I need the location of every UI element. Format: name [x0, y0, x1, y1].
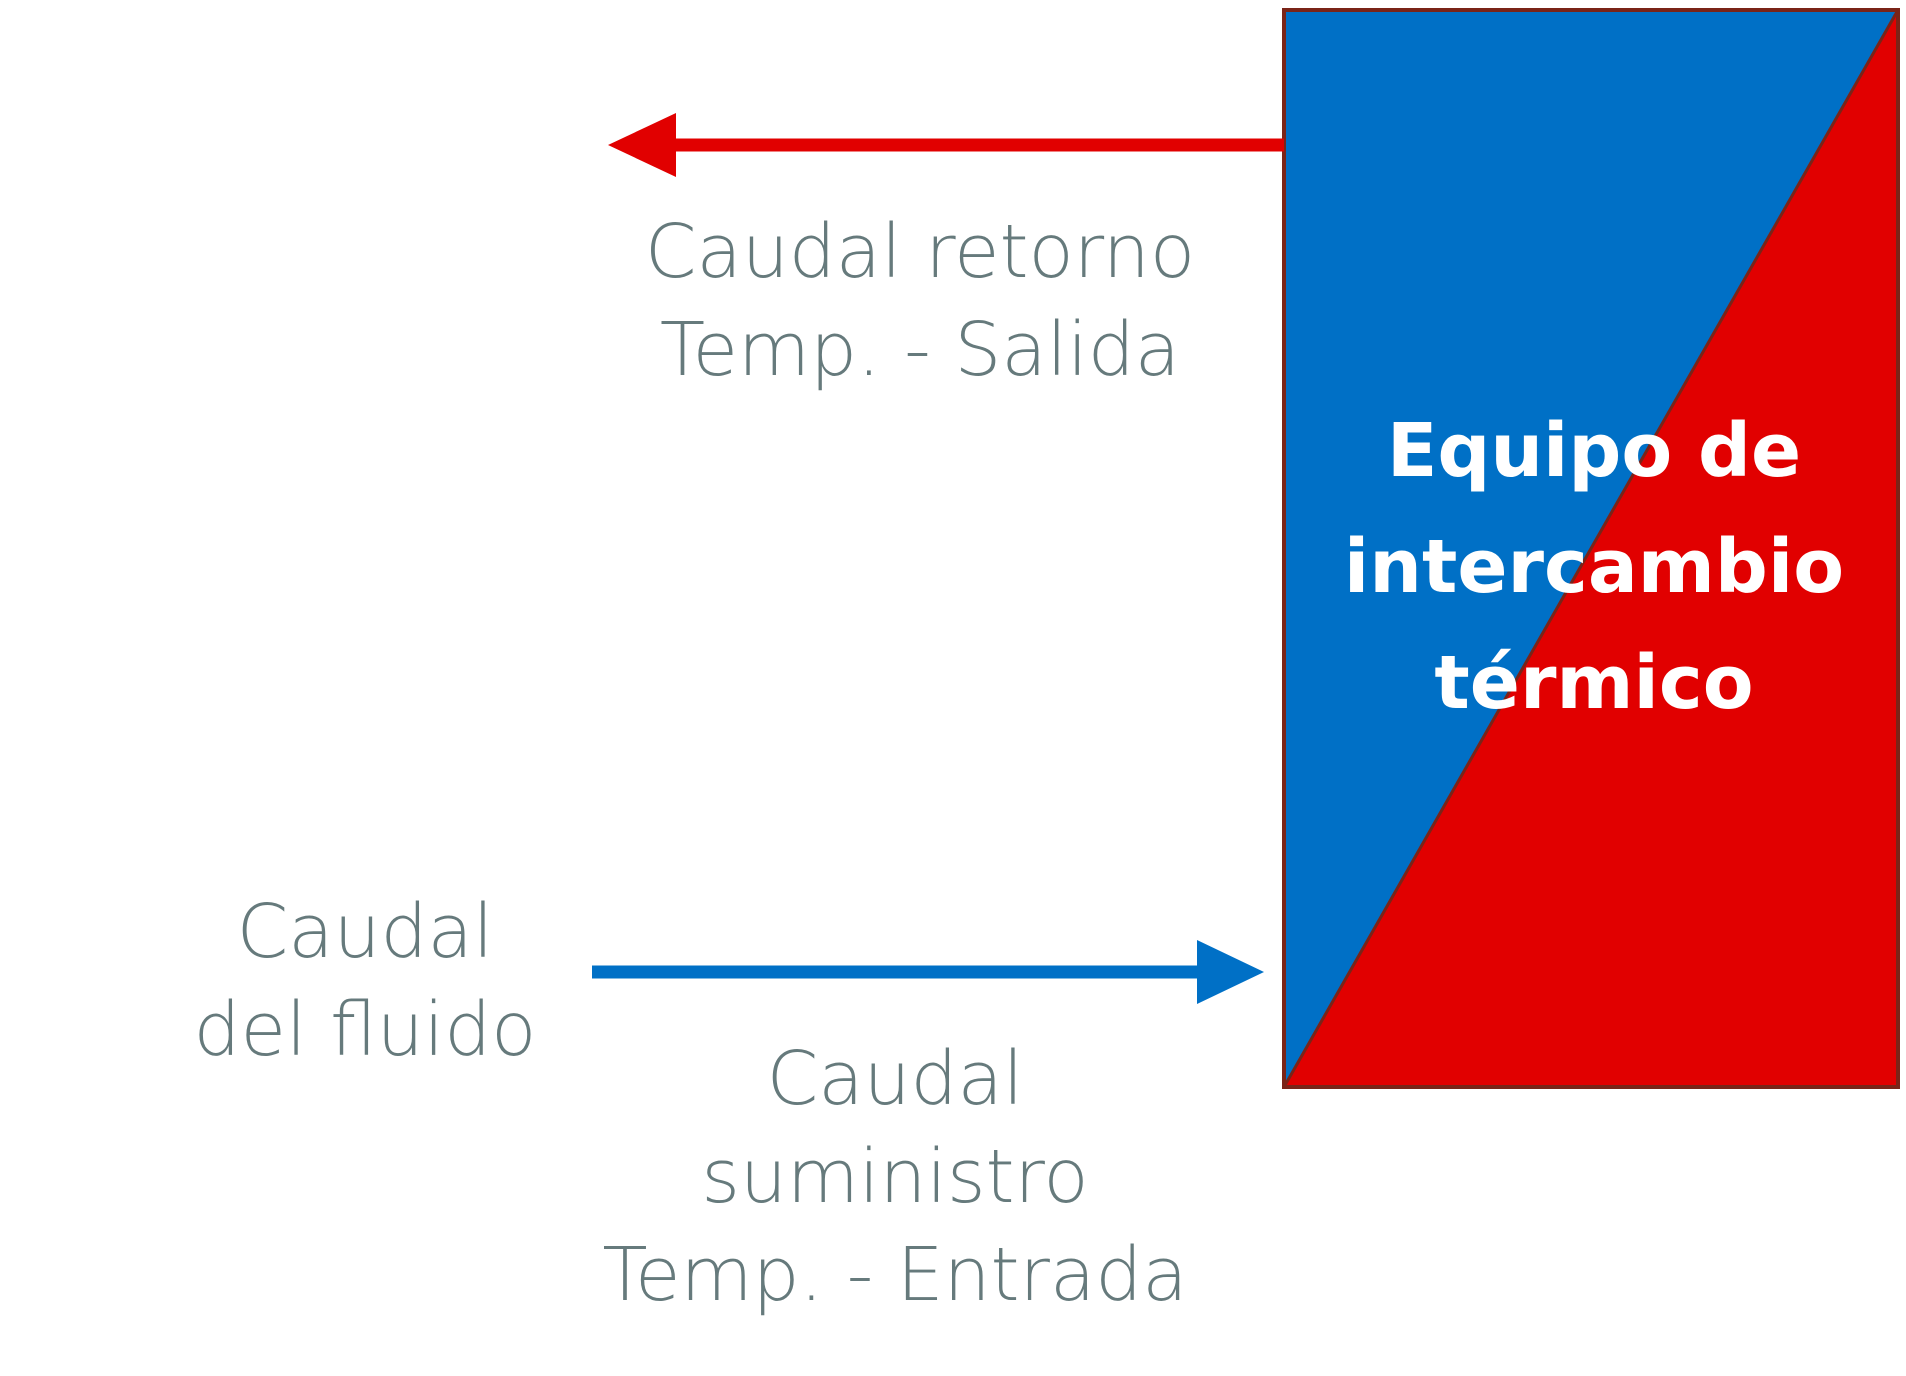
supply-arrowhead [1197, 940, 1264, 1004]
fluid-flow-line2: del fluido [193, 987, 537, 1073]
supply-flow-line2: suministro [701, 1134, 1089, 1220]
supply-flow-label: Caudal suministro Temp. - Entrada [570, 1030, 1220, 1324]
exchanger-line2: intercambio [1343, 524, 1845, 610]
fluid-flow-line1: Caudal [236, 889, 494, 975]
return-flow-line1: Caudal retorno [644, 209, 1196, 295]
exchanger-line3: térmico [1434, 640, 1754, 726]
supply-flow-line1: Caudal [766, 1036, 1024, 1122]
heat-exchanger-label: Equipo de intercambio térmico [1284, 393, 1904, 741]
fluid-flow-label: Caudal del fluido [150, 883, 580, 1079]
exchanger-diagonal [1282, 9, 1900, 1088]
return-flow-arrow [608, 113, 1284, 177]
supply-flow-line3: Temp. - Entrada [602, 1232, 1188, 1318]
supply-flow-arrow [592, 940, 1264, 1004]
exchanger-line1: Equipo de [1386, 408, 1802, 494]
exchanger-border [1282, 8, 1900, 1089]
return-flow-label: Caudal retorno Temp. - Salida [600, 203, 1240, 399]
heat-exchanger-box [1282, 8, 1900, 1089]
return-flow-line2: Temp. - Salida [659, 307, 1181, 393]
return-arrowhead [608, 113, 676, 177]
